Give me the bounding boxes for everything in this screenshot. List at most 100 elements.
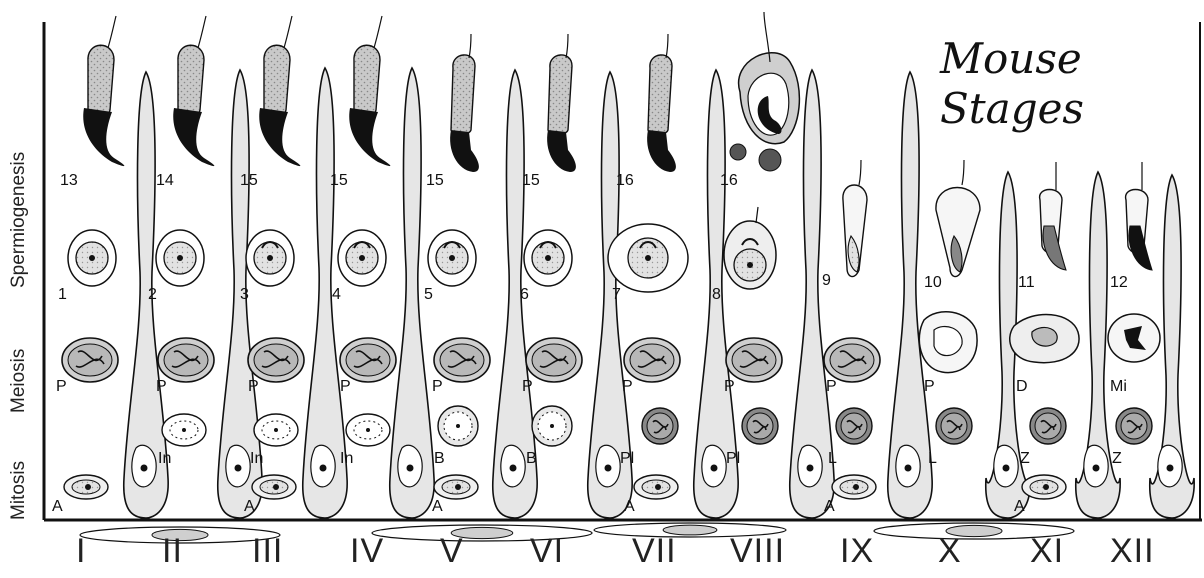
elongated-spermatid	[450, 34, 479, 172]
spermatocyte-nucleus	[841, 413, 867, 439]
elongating-spermatid	[1040, 162, 1066, 270]
meiosis-cell-label: P	[340, 378, 351, 396]
nucleolus	[359, 255, 365, 261]
spermatid-nucleus	[450, 130, 479, 172]
meiosis-cell-label: P	[56, 378, 67, 396]
spermatocyte-nucleus	[1035, 413, 1061, 439]
round-step-label: 10	[924, 274, 942, 292]
spermatocyte-nucleus	[346, 344, 390, 376]
title-line-1: Mouse	[940, 34, 1082, 83]
nucleolus	[273, 484, 279, 490]
spermatocyte	[824, 338, 880, 382]
spermatogonium	[438, 406, 478, 446]
stage-label-ii: II	[162, 532, 183, 571]
spermatid-head-cap	[88, 45, 114, 117]
type-a-spermatogonium	[64, 475, 108, 499]
nucleolus	[655, 484, 661, 490]
spermatocyte-nucleus	[630, 344, 674, 376]
sertoli-nucleolus	[141, 465, 148, 472]
mitosis-cell-label: In	[158, 450, 171, 468]
spermatid-nucleus	[173, 108, 214, 166]
round-step-label: 1	[58, 286, 67, 304]
round-step-label: 6	[520, 286, 529, 304]
residual-body	[759, 149, 781, 171]
meiosis-cell-label: P	[156, 378, 167, 396]
type-a-label: A	[244, 498, 255, 516]
stage-label-xii: XII	[1110, 532, 1155, 571]
meiosis-cell-label: P	[724, 378, 735, 396]
nucleolus	[89, 255, 95, 261]
spermatid-head-cap	[264, 45, 290, 117]
mitosis-cell-label: Pl	[726, 450, 740, 468]
sertoli-nucleolus	[905, 465, 912, 472]
mitosis-cell-label: L	[928, 450, 937, 468]
type-a-label: A	[432, 498, 443, 516]
elongated-step-label: 15	[522, 172, 540, 190]
elongated-spermatid	[647, 34, 676, 172]
elongated-step-label: 16	[616, 172, 634, 190]
elongating-spermatid	[936, 160, 980, 277]
stage-label-iii: III	[252, 532, 283, 571]
stage-label-viii: VIII	[730, 532, 785, 571]
type-a-spermatogonium	[252, 475, 296, 499]
spermatogonium	[742, 408, 778, 444]
elongated-spermatid	[349, 16, 390, 166]
sertoli-nucleolus	[407, 465, 414, 472]
stage-label-i: I	[76, 532, 86, 571]
stage-label-iv: IV	[350, 532, 384, 571]
round-spermatid	[608, 224, 688, 292]
flagellum	[284, 16, 292, 48]
elongated-step-label: 15	[240, 172, 258, 190]
spermatocyte-nucleus	[1032, 327, 1057, 346]
elongated-step-label: 13	[60, 172, 78, 190]
type-a-label: A	[624, 498, 635, 516]
elongated-spermatid	[173, 16, 214, 166]
spermatogonium	[936, 408, 972, 444]
mitosis-cell-label: Pl	[620, 450, 634, 468]
residual-body	[730, 144, 746, 160]
sertoli-nucleolus	[510, 465, 517, 472]
spermatogonium	[642, 408, 678, 444]
stage-label-ix: IX	[840, 532, 874, 571]
spermatocyte	[340, 338, 396, 382]
spermatid-nucleus	[547, 130, 576, 172]
round-spermatid	[724, 207, 776, 289]
spermatocyte	[62, 338, 118, 382]
mitosis-cell-label: In	[340, 450, 353, 468]
round-spermatid	[524, 230, 572, 286]
spermatocyte	[624, 338, 680, 382]
spermatid-nucleus	[1043, 226, 1066, 270]
nucleolus	[545, 255, 551, 261]
mitosis-cell-label: L	[828, 450, 837, 468]
nucleolus	[267, 255, 273, 261]
stage-label-x: X	[938, 532, 962, 571]
spermatogonium	[1116, 408, 1152, 444]
elongated-spermatid	[83, 16, 124, 166]
sertoli-nucleolus	[605, 465, 612, 472]
elongated-spermatid	[259, 16, 300, 166]
spermatocyte-nucleus	[1121, 413, 1147, 439]
sertoli-nucleolus	[1093, 465, 1100, 472]
spermatid-nucleus	[349, 108, 390, 166]
elongated-step-label: 15	[330, 172, 348, 190]
sertoli-nucleolus	[1003, 465, 1010, 472]
spermatocyte-nucleus	[941, 413, 967, 439]
round-step-label: 12	[1110, 274, 1128, 292]
elongated-step-label: 14	[156, 172, 174, 190]
flagellum	[756, 207, 758, 223]
spermatocyte	[1010, 315, 1079, 363]
nucleolus	[182, 428, 186, 432]
flagellum	[374, 16, 382, 48]
elongating-spermatid	[1126, 162, 1152, 270]
flagellum	[962, 160, 964, 185]
spermatogonium	[836, 408, 872, 444]
flagellum	[469, 34, 471, 58]
spermatocyte-nucleus	[934, 326, 962, 355]
spermatid-head-cap	[451, 55, 475, 135]
mitosis-cell-label: Z	[1020, 450, 1030, 468]
nucleolus	[274, 428, 278, 432]
spermatid-head-cap	[548, 55, 572, 135]
round-step-label: 7	[612, 286, 621, 304]
meiosis-cell-label: P	[622, 378, 633, 396]
